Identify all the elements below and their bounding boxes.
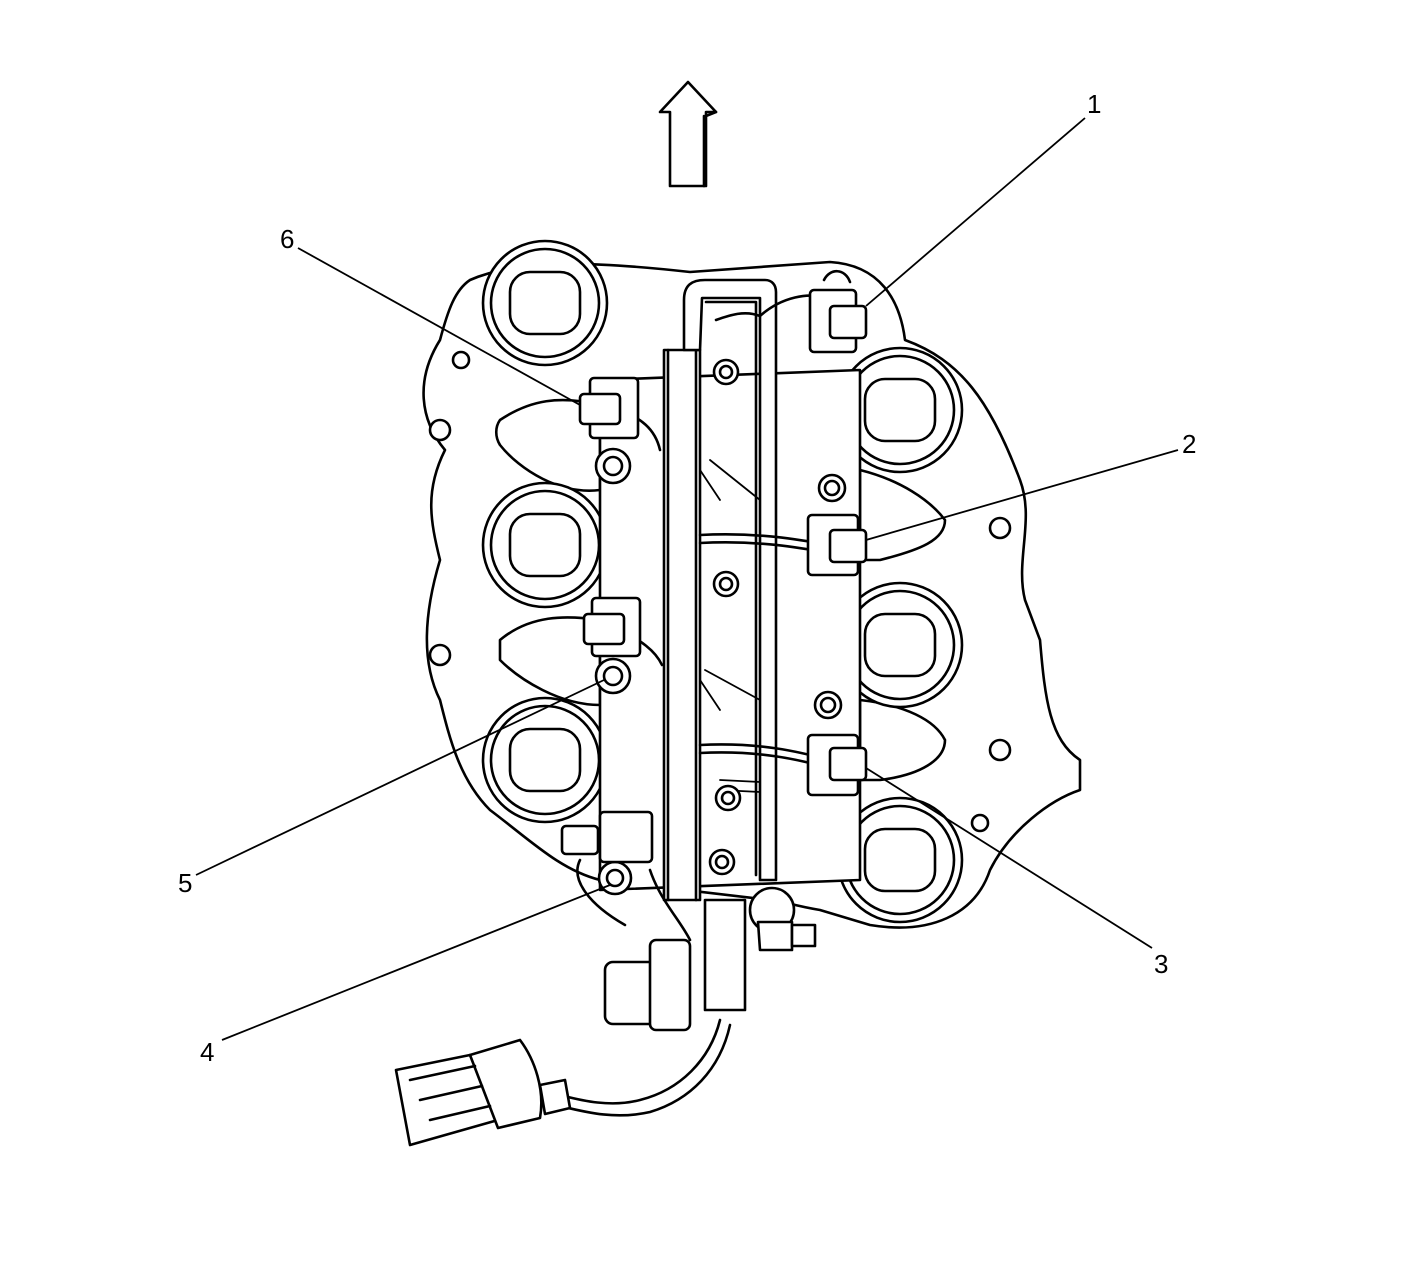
harness-main-connector xyxy=(394,1038,572,1147)
callout-labels: 1 2 3 4 5 6 xyxy=(178,89,1196,1067)
leader-5 xyxy=(195,679,605,876)
leader-6 xyxy=(297,247,581,406)
mounting-holes xyxy=(428,350,1012,833)
intake-ports xyxy=(481,239,964,924)
injector-connector-6 xyxy=(578,376,640,440)
leader-3 xyxy=(865,767,1153,949)
fuel-rail-bolts xyxy=(708,358,742,876)
intake-port-left-2 xyxy=(481,481,609,609)
injector-connector-3 xyxy=(806,733,868,797)
callout-2: 2 xyxy=(1182,429,1196,459)
callout-6: 6 xyxy=(280,224,294,254)
harness-connector-small xyxy=(603,938,692,1032)
leader-2 xyxy=(865,449,1179,541)
intake-port-left-3 xyxy=(481,696,609,824)
manifold-recess-upper-right xyxy=(858,468,947,562)
injector-connector-1 xyxy=(808,269,868,354)
callout-5: 5 xyxy=(178,868,192,898)
leader-4 xyxy=(221,884,611,1041)
fuel-rail xyxy=(662,278,817,1012)
leader-lines xyxy=(195,117,1179,1041)
leader-1 xyxy=(865,117,1086,307)
up-arrow-icon xyxy=(658,80,718,188)
callout-4: 4 xyxy=(200,1037,214,1067)
intake-port-left-1 xyxy=(481,239,609,367)
callout-3: 3 xyxy=(1154,949,1168,979)
injector-connector-2 xyxy=(806,513,868,577)
injector-connector-5 xyxy=(582,596,642,658)
injector-connector-rear xyxy=(560,810,654,864)
callout-1: 1 xyxy=(1087,89,1101,119)
